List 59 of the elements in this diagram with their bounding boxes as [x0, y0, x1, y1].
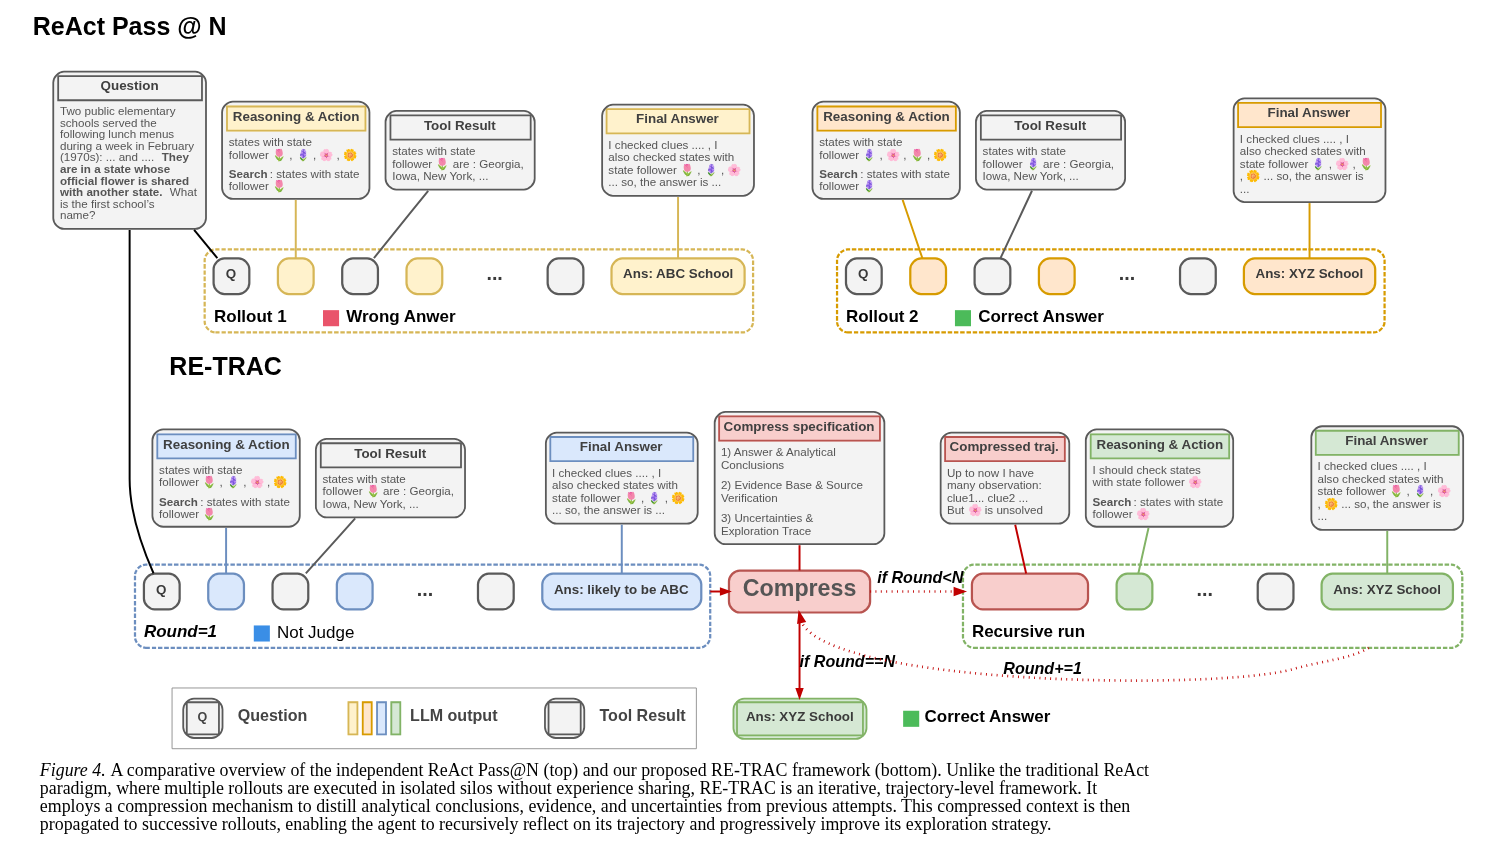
connector	[294, 198, 297, 260]
node-label: Correct Answer	[977, 306, 1104, 326]
node-box	[973, 257, 1011, 296]
node-box: Ans: XYZ School	[1242, 257, 1376, 296]
node-box	[1037, 257, 1076, 296]
node-box	[1115, 572, 1153, 611]
connector	[676, 196, 679, 260]
node-box	[335, 572, 374, 611]
arrow	[796, 609, 1369, 682]
connector	[1013, 523, 1027, 575]
connector	[1385, 529, 1388, 575]
legend-label: Question	[237, 706, 307, 725]
node-label: Correct Answer	[924, 707, 1050, 727]
arrow	[794, 611, 804, 700]
node-box	[276, 257, 315, 296]
connector	[798, 544, 800, 572]
connector	[224, 526, 227, 575]
node-label: Not Judge	[276, 622, 354, 642]
connector	[1136, 526, 1149, 575]
node-box: Ans: likely to be ABC	[540, 572, 702, 611]
node-box	[908, 257, 947, 296]
node-box	[1178, 257, 1217, 296]
node-box	[546, 257, 584, 296]
node-box	[970, 572, 1089, 611]
edge-label: Round+=1	[1002, 658, 1082, 677]
connector	[304, 517, 356, 575]
node-box: Ans: XYZ School	[1320, 572, 1454, 611]
connector	[1308, 202, 1311, 260]
label: ReAct Pass @ N	[32, 11, 227, 40]
connector	[192, 228, 218, 260]
node-box	[404, 257, 443, 296]
edge-label: if Round<N	[876, 567, 963, 586]
node-box: Q	[844, 257, 883, 296]
label: ...	[416, 577, 433, 600]
node-box: Ans: ABC School	[609, 257, 746, 296]
node-box	[340, 257, 379, 296]
label: RE-TRAC	[168, 351, 282, 380]
label: ...	[1196, 577, 1213, 600]
node-box	[270, 572, 309, 611]
node-box: Compress	[727, 569, 871, 614]
connector	[620, 523, 623, 575]
connector	[901, 198, 923, 260]
connector	[372, 189, 429, 260]
node-box	[206, 572, 245, 611]
label: ...	[485, 262, 503, 285]
node-box: Q	[211, 257, 250, 296]
node-box	[1256, 572, 1295, 611]
connector	[128, 229, 154, 575]
node-label: Wrong Anwer	[345, 306, 456, 326]
arrow	[869, 586, 967, 597]
legend-label: LLM output	[409, 706, 498, 725]
label: Q	[197, 709, 207, 724]
label: ...	[1118, 262, 1135, 285]
connector	[999, 189, 1033, 260]
node-box: Q	[142, 572, 181, 611]
edge-label: if Round==N	[799, 651, 895, 670]
caption: Figure 4. A comparative overview of the independent ReAct Pass@N (top) and our proposed RE-TRAC framework (bottom). Unlike the traditional ReAct paradigm, where multiple rollouts are executed in isolated silos without experience sharing, RE-TRAC is an iterative, trajectory-level framework. It employs a compression mechanism to distill analytical conclusions, evidence, and uncertainties from previous attempts. This compressed context is then propagated to successive rollouts, enabling the agent to recursively reflect on its trajectory and progressively improve its exploration strategy.	[39, 760, 1149, 834]
node-box	[476, 572, 515, 611]
legend-label: Tool Result	[598, 706, 686, 725]
